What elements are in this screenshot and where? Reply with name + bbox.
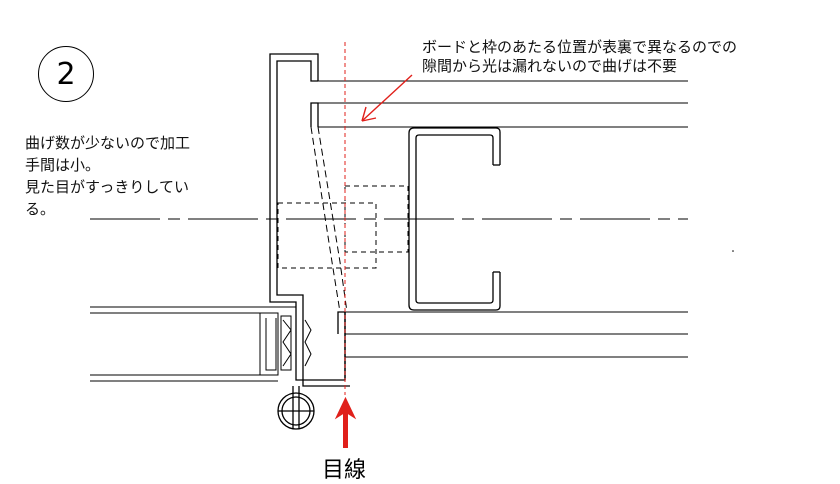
note-left-line1: 曲げ数が少ないので加工 [25, 134, 191, 152]
door-leaf [90, 306, 296, 382]
frame-profile [269, 53, 350, 387]
hidden-blocks [277, 185, 409, 269]
sightline-label: 目線 [322, 458, 367, 483]
annotation-arrow [361, 74, 413, 122]
sightline-arrow-icon [334, 396, 357, 448]
note-right-line2: 隙間から光は漏れないので曲げは不要 [422, 57, 678, 75]
note-left-line2: 手間は小。 [25, 156, 101, 174]
panel-lines-lower [345, 311, 688, 358]
note-right-line1: ボードと枠のあたる位置が表裏で異なるのでの [422, 38, 738, 56]
hinge-pin [277, 386, 315, 430]
c-channel-stud [408, 127, 501, 311]
panel-lines-upper [318, 80, 688, 128]
note-left-line4: る。 [25, 200, 56, 218]
gasket [280, 315, 312, 371]
note-left-line3: 見た目がすっきりしてい [25, 178, 189, 196]
note-right: ボードと枠のあたる位置が表裏で異なるのでの 隙間から光は漏れないので曲げは不要 [422, 38, 737, 76]
step-number: 2 [56, 56, 76, 92]
note-left: 曲げ数が少ないので加工 手間は小。 見た目がすっきりしてい る。 [25, 132, 190, 220]
step-number-badge: 2 [38, 46, 94, 102]
stray-dot [732, 250, 734, 252]
